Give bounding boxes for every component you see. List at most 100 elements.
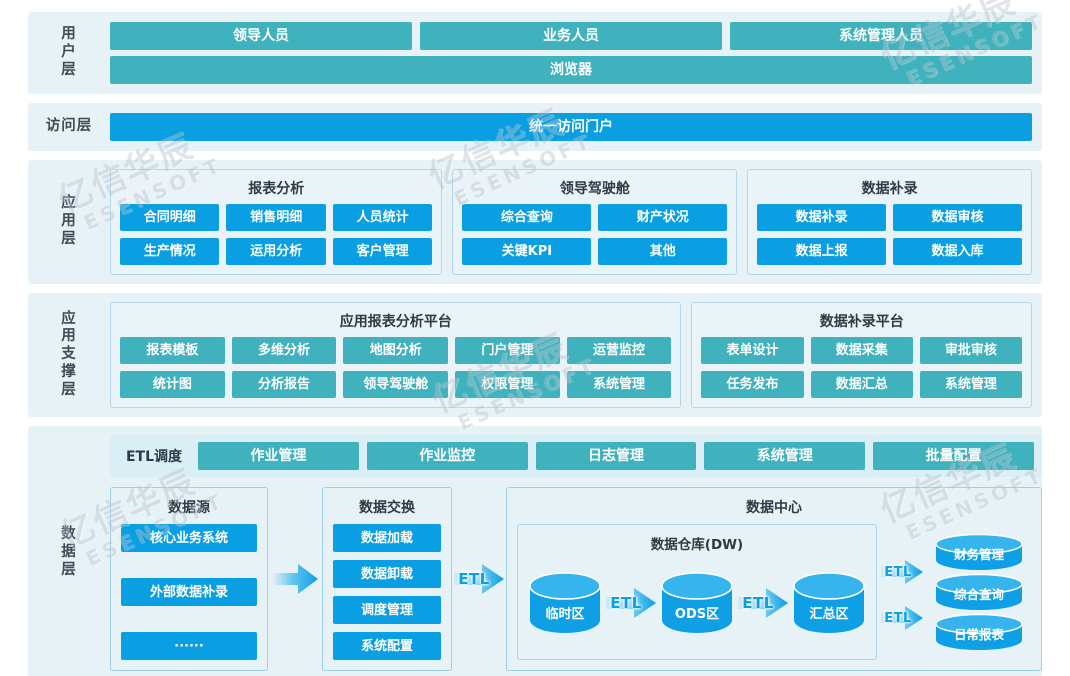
data-warehouse-box: 数据仓库(DW) 临时区 [517,524,877,660]
etl-schedule-label: ETL调度 [125,449,183,465]
app-item-chip[interactable]: 客户管理 [332,238,433,265]
access-layer-band: 访问层 统一访问门户 [28,103,1042,151]
data-source-chip[interactable]: ······ [121,632,257,660]
db-cylinder-label: 临时区 [545,607,585,622]
support-item-chip[interactable]: 报表模板 [120,337,225,364]
app-item-chip[interactable]: 数据入库 [893,238,1022,265]
panel-title: 数据交换 [359,500,415,516]
support-item-chip[interactable]: 统计图 [120,371,225,398]
support-item-chip[interactable]: 系统管理 [566,371,672,398]
data-exchange-chip[interactable]: 数据卸载 [333,560,441,588]
right-arrow-icon [881,560,923,584]
application-layer-band: 应用层 报表分析 合同明细 销售明细 人员统计 生产情况 运用分析 客户管理 领… [28,160,1042,284]
etl-schedule-chip[interactable]: 日志管理 [535,442,697,470]
user-role-chip[interactable]: 系统管理人员 [730,22,1032,50]
data-source-chip[interactable]: 外部数据补录 [121,578,257,606]
etl-arrows-to-marts: ETL ETL [881,524,923,660]
data-exchange-chip[interactable]: 数据加载 [333,524,441,552]
etl-arrow-label: ETL [742,594,774,612]
right-arrow-icon [881,606,923,630]
app-item-chip[interactable]: 合同明细 [120,204,220,231]
support-item-chip[interactable]: 分析报告 [231,371,337,398]
app-group-leader-cockpit: 领导驾驶舱 综合查询 财产状况 关键KPI 其他 [452,169,738,275]
database-cylinder-icon [661,572,733,633]
support-item-chip[interactable]: 领导驾驶舱 [343,371,449,398]
database-cylinder-icon [793,572,865,633]
access-layer-label: 访问层 [45,118,93,135]
app-item-chip[interactable]: 人员统计 [332,204,433,231]
right-arrow-icon [454,564,504,594]
app-group-data-entry: 数据补录 数据补录 数据审核 数据上报 数据入库 [747,169,1032,275]
group-title: 报表分析 [248,181,305,197]
db-cylinder-ods[interactable]: ODS区 [658,572,736,634]
app-item-chip[interactable]: 数据审核 [893,204,1022,231]
db-cylinder-mart[interactable]: 综合查询 [933,573,1025,610]
right-arrow-icon [606,588,656,618]
app-item-chip[interactable]: 其他 [598,238,728,265]
app-item-chip[interactable]: 数据上报 [757,238,887,265]
panel-title: 数据源 [168,500,210,516]
support-item-chip[interactable]: 权限管理 [455,371,560,398]
db-cylinder-mart[interactable]: 日常报表 [933,613,1025,650]
dw-title: 数据仓库(DW) [650,537,744,553]
support-item-chip[interactable]: 数据采集 [810,337,913,364]
app-item-chip[interactable]: 综合查询 [462,204,592,231]
support-item-chip[interactable]: 系统管理 [919,371,1022,398]
support-item-chip[interactable]: 任务发布 [701,371,804,398]
user-role-chip[interactable]: 领导人员 [110,22,412,50]
database-cylinder-icon [935,613,1023,650]
app-item-chip[interactable]: 数据补录 [757,204,887,231]
app-item-chip[interactable]: 生产情况 [120,238,220,265]
support-item-chip[interactable]: 表单设计 [701,337,804,364]
app-item-chip[interactable]: 财产状况 [598,204,728,231]
panel-title: 数据中心 [746,500,802,516]
database-cylinder-icon [935,573,1023,610]
db-cylinder-label: 财务管理 [953,547,1004,562]
app-item-chip[interactable]: 销售明细 [226,204,326,231]
support-item-chip[interactable]: 多维分析 [231,337,337,364]
support-group-report-platform: 应用报表分析平台 报表模板 多维分析 地图分析 门户管理 运营监控 统计图 分析… [110,302,682,408]
etl-arrow-ods-to-summary: ETL [738,586,788,620]
etl-schedule-chip[interactable]: 作业监控 [366,442,528,470]
etl-schedule-chip[interactable]: 作业管理 [198,442,359,470]
support-item-chip[interactable]: 地图分析 [343,337,449,364]
db-cylinder-label: 汇总区 [809,607,849,622]
group-title: 应用报表分析平台 [339,314,452,330]
flow-arrow-source-to-exchange [268,487,322,671]
database-cylinder-icon [529,572,601,633]
group-title: 数据补录 [861,181,918,197]
browser-chip[interactable]: 浏览器 [110,56,1032,84]
data-source-chip[interactable]: 核心业务系统 [121,524,257,552]
support-item-chip[interactable]: 审批审核 [919,337,1022,364]
data-exchange-panel: 数据交换 数据加载 数据卸载 调度管理 系统配置 [322,487,452,671]
etl-arrow-label: ETL [884,564,912,580]
support-item-chip[interactable]: 运营监控 [566,337,672,364]
browser-row: 浏览器 [110,56,1032,84]
db-cylinder-label: 日常报表 [953,627,1004,642]
database-cylinder-icon [935,533,1023,570]
etl-schedule-chip[interactable]: 批量配置 [873,442,1034,470]
db-cylinder-temp[interactable]: 临时区 [526,572,604,634]
app-group-report-analysis: 报表分析 合同明细 销售明细 人员统计 生产情况 运用分析 客户管理 [110,169,443,275]
user-roles-row: 领导人员 业务人员 系统管理人员 [110,22,1032,50]
db-cylinder-summary[interactable]: 汇总区 [790,572,868,634]
support-item-chip[interactable]: 门户管理 [455,337,560,364]
app-item-chip[interactable]: 关键KPI [462,238,592,265]
portal-row: 统一访问门户 [110,113,1032,141]
user-layer-band: 用户层 领导人员 业务人员 系统管理人员 浏览器 [28,12,1042,94]
data-layer-band: 数据层 ETL调度 作业管理 作业监控 日志管理 系统管理 批量配置 数据源 核… [28,426,1042,676]
flow-arrow-exchange-to-center: ETL [452,487,506,671]
support-item-chip[interactable]: 数据汇总 [810,371,913,398]
etl-schedule-chip[interactable]: 系统管理 [704,442,866,470]
etl-arrow: ETL [881,559,923,585]
db-cylinder-label: ODS区 [674,607,720,622]
db-cylinder-mart[interactable]: 财务管理 [933,533,1025,570]
user-role-chip[interactable]: 业务人员 [420,22,722,50]
data-exchange-chip[interactable]: 系统配置 [333,632,441,660]
etl-arrow-temp-to-ods: ETL [606,586,656,620]
app-item-chip[interactable]: 运用分析 [226,238,326,265]
unified-portal-chip[interactable]: 统一访问门户 [110,113,1032,141]
data-exchange-chip[interactable]: 调度管理 [333,596,441,624]
user-layer-label: 用户层 [61,26,77,78]
